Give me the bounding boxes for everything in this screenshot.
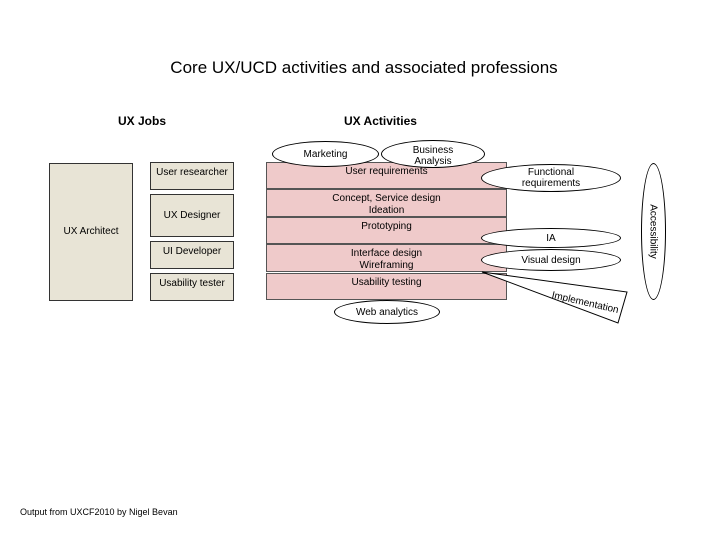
user-researcher-label: User researcher: [156, 167, 228, 178]
usability-tester-label: Usability tester: [159, 278, 225, 289]
business-analysis-ellipse: Business Analysis: [381, 140, 485, 168]
web-analytics-ellipse: Web analytics: [334, 300, 440, 324]
ia-label: IA: [546, 232, 556, 244]
accessibility-label: Accessibility: [648, 204, 659, 259]
activity-prototyping: Prototyping: [266, 217, 507, 244]
ux-activities-heading: UX Activities: [344, 114, 417, 128]
ui-developer-box: UI Developer: [150, 241, 234, 269]
ux-designer-label: UX Designer: [163, 209, 221, 221]
web-analytics-label: Web analytics: [355, 306, 419, 318]
usability-tester-box: Usability tester: [150, 273, 234, 301]
ux-architect-label: UX Architect: [63, 226, 119, 238]
activity-usability-testing: Usability testing: [266, 273, 507, 300]
visual-design-label: Visual design: [521, 254, 581, 266]
ui-developer-label: UI Developer: [162, 246, 222, 257]
activity-user-requirements: User requirements: [266, 162, 507, 189]
ux-architect-box: UX Architect: [49, 163, 133, 301]
activity-concept-service-design: Concept, Service design Ideation: [266, 189, 507, 217]
user-researcher-box: User researcher: [150, 162, 234, 190]
business-analysis-label: Business Analysis: [412, 145, 454, 167]
visual-design-ellipse: Visual design: [481, 249, 621, 271]
marketing-label: Marketing: [303, 148, 348, 160]
ia-ellipse: IA: [481, 228, 621, 248]
page-title: Core UX/UCD activities and associated pr…: [170, 58, 558, 77]
footer-credit: Output from UXCF2010 by Nigel Bevan: [20, 507, 178, 517]
marketing-ellipse: Marketing: [272, 141, 379, 167]
ux-jobs-heading: UX Jobs: [118, 114, 167, 128]
functional-requirements-label: Functional requirements: [521, 167, 581, 189]
functional-requirements-ellipse: Functional requirements: [481, 164, 621, 192]
accessibility-ellipse: Accessibility: [641, 163, 666, 300]
ux-designer-box: UX Designer: [150, 194, 234, 237]
